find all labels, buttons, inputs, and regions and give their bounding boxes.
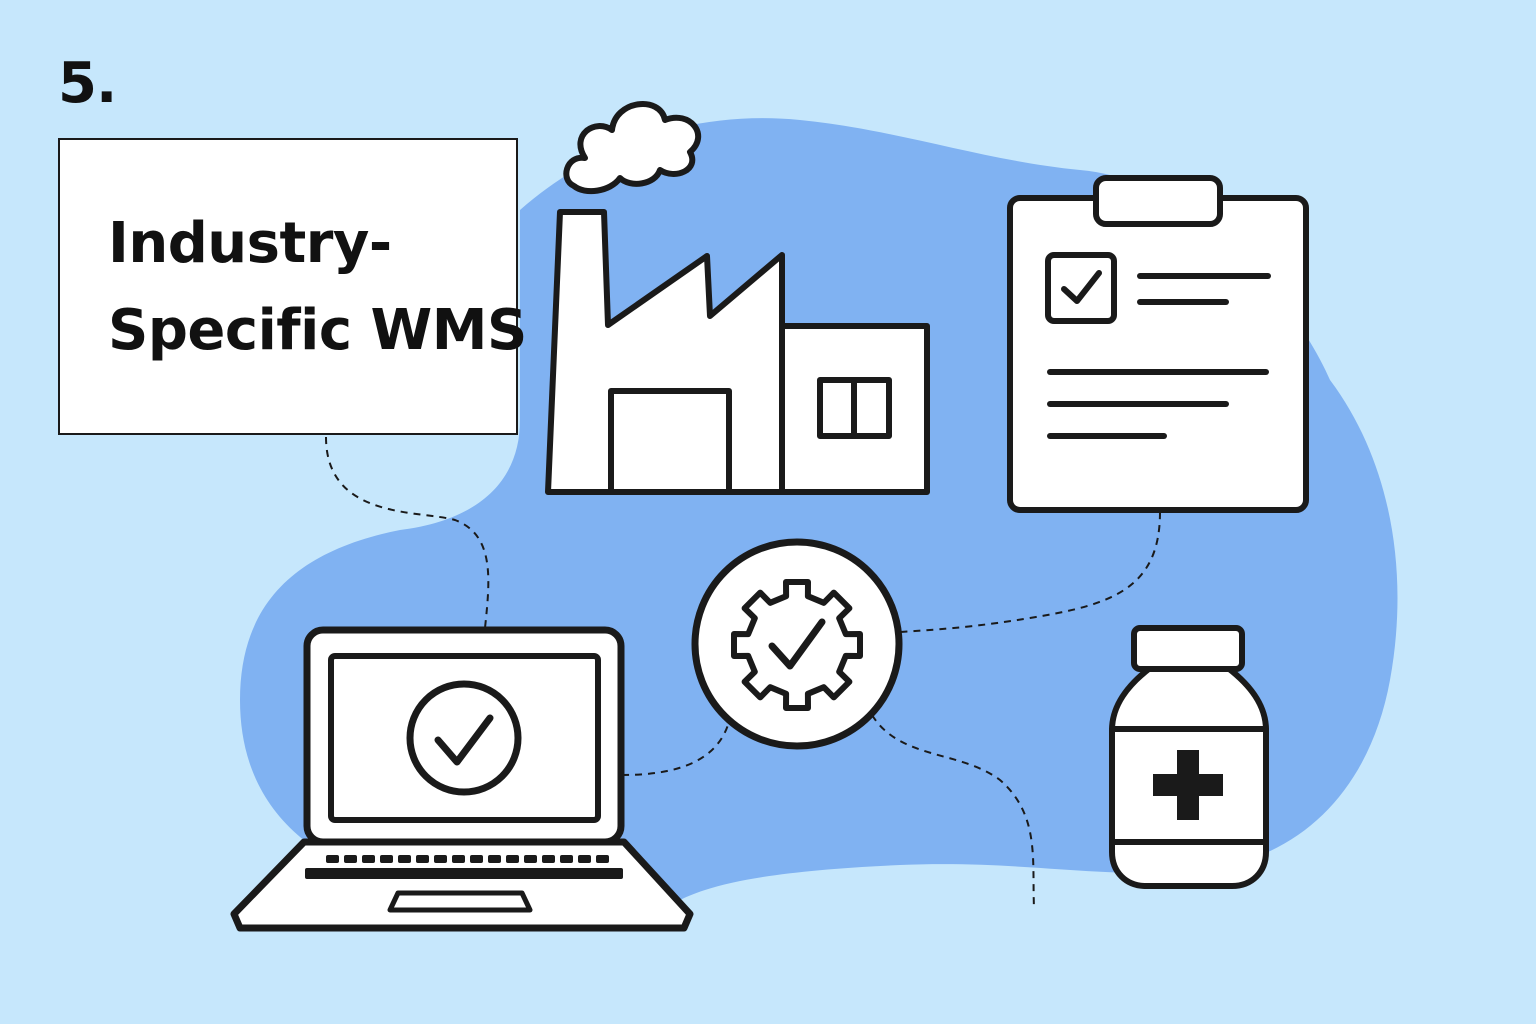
laptop-key [398, 855, 411, 863]
clipboard-board [1007, 195, 1309, 513]
laptop-key [362, 855, 375, 863]
laptop-spacebar-row [305, 868, 623, 879]
bottle-cap [1131, 625, 1245, 672]
laptop-key [326, 855, 339, 863]
laptop-key [470, 855, 483, 863]
laptop-key [452, 855, 465, 863]
step-number: 5. [58, 51, 117, 116]
laptop-check-circle [406, 680, 522, 796]
connector-laptop-to-gear [621, 717, 731, 776]
laptop-checkmark [434, 714, 494, 766]
laptop-key [380, 855, 393, 863]
medicine-bottle-icon [1109, 625, 1269, 889]
title-card: Industry- Specific WMS [58, 138, 527, 435]
clipboard-clip [1093, 175, 1223, 227]
gear-checkmark [768, 618, 826, 670]
gear-check-icon [691, 538, 903, 750]
clipboard-checkmark [1061, 270, 1102, 304]
factory-door [608, 388, 732, 495]
laptop-key [434, 855, 447, 863]
laptop-key [344, 855, 357, 863]
title-line-2: Specific WMS [108, 298, 527, 363]
laptop-key [542, 855, 555, 863]
laptop-key [488, 855, 501, 863]
laptop-key [560, 855, 573, 863]
laptop-trackpad [387, 890, 533, 913]
laptop-key [416, 855, 429, 863]
laptop-base [230, 838, 694, 932]
clipboard-checkbox [1045, 252, 1117, 324]
laptop-key [524, 855, 537, 863]
laptop-keyboard [305, 855, 623, 879]
connector-clipboard-to-gear [899, 511, 1161, 633]
laptop-key [578, 855, 591, 863]
laptop-key [506, 855, 519, 863]
laptop-check-icon [230, 626, 694, 932]
medical-cross-icon [1153, 750, 1223, 820]
title-line-1: Industry- [108, 211, 392, 276]
factory-icon [545, 101, 930, 495]
laptop-key [596, 855, 609, 863]
factory-smoke-cloud [563, 101, 702, 195]
connector-title-to-laptop [325, 436, 490, 629]
clipboard-checklist-icon [1007, 175, 1309, 513]
connector-gear-to-bottom [871, 714, 1035, 909]
gear-shape [731, 579, 863, 711]
dashed-connectors [325, 436, 1161, 909]
